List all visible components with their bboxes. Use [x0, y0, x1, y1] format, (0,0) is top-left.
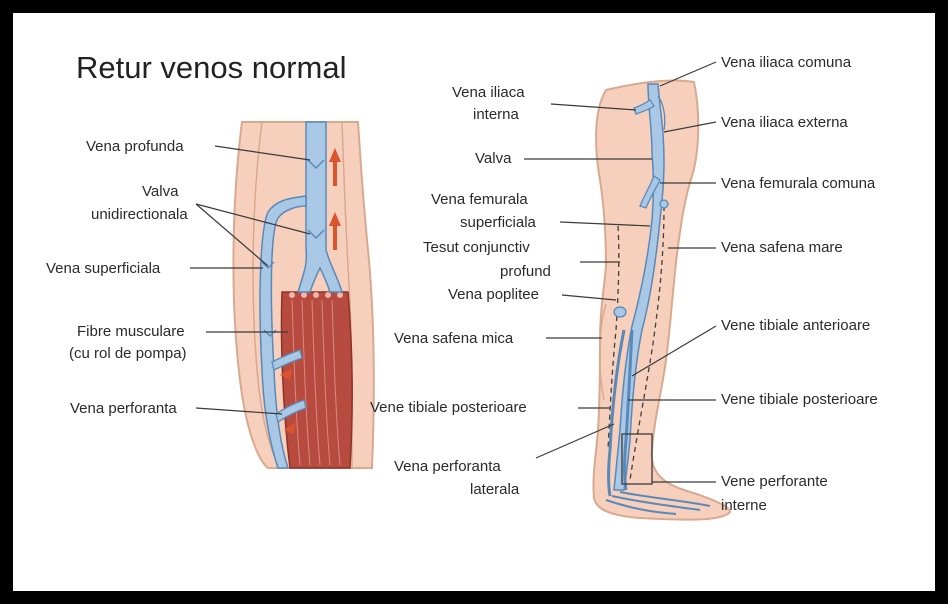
label-deep-tissue-line2: profund [500, 263, 551, 280]
label-great-saphenous: Vena safena mare [721, 239, 843, 256]
label-internal-perforating-line2: interne [721, 497, 767, 514]
right-figure: Vena iliaca interna Valva Vena femurala … [370, 54, 878, 520]
label-posterior-tibial-left: Vene tibiale posterioare [370, 399, 527, 416]
label-external-iliac: Vena iliaca externa [721, 114, 848, 131]
diagram-panel: Retur venos normal [13, 13, 935, 591]
label-valve-line2: unidirectionala [91, 206, 188, 223]
label-common-femoral: Vena femurala comuna [721, 175, 876, 192]
label-lateral-perforating-line1: Vena perforanta [394, 458, 501, 475]
label-popliteal: Vena poplitee [448, 286, 539, 303]
label-common-iliac: Vena iliaca comuna [721, 54, 852, 71]
label-anterior-tibial: Vene tibiale anterioare [721, 317, 870, 334]
label-internal-iliac-line2: interna [473, 106, 520, 123]
label-superficial-femoral-line1: Vena femurala [431, 191, 528, 208]
label-internal-iliac-line1: Vena iliaca [452, 84, 525, 101]
label-deep-vein: Vena profunda [86, 138, 184, 155]
label-valve-right: Valva [475, 150, 512, 167]
label-muscle-fibers-line2: (cu rol de pompa) [69, 345, 187, 362]
label-posterior-tibial-right: Vene tibiale posterioare [721, 391, 878, 408]
label-perforating-vein: Vena perforanta [70, 400, 177, 417]
label-small-saphenous: Vena safena mica [394, 330, 514, 347]
muscle-fibers-block [281, 292, 352, 468]
saphenous-junction [660, 200, 668, 208]
left-figure: Vena profunda Valva unidirectionala Vena… [46, 122, 374, 468]
label-lateral-perforating-line2: laterala [470, 481, 520, 498]
label-internal-perforating-line1: Vene perforante [721, 473, 828, 490]
label-valve-line1: Valva [142, 183, 179, 200]
label-muscle-fibers-line1: Fibre musculare [77, 323, 185, 340]
popliteal-junction [614, 307, 626, 317]
diagram-title: Retur venos normal [76, 50, 347, 85]
label-superficial-femoral-line2: superficiala [460, 214, 537, 231]
venous-return-diagram: Retur venos normal [13, 13, 935, 591]
label-superficial-vein: Vena superficiala [46, 260, 161, 277]
label-deep-tissue-line1: Tesut conjunctiv [423, 239, 530, 256]
